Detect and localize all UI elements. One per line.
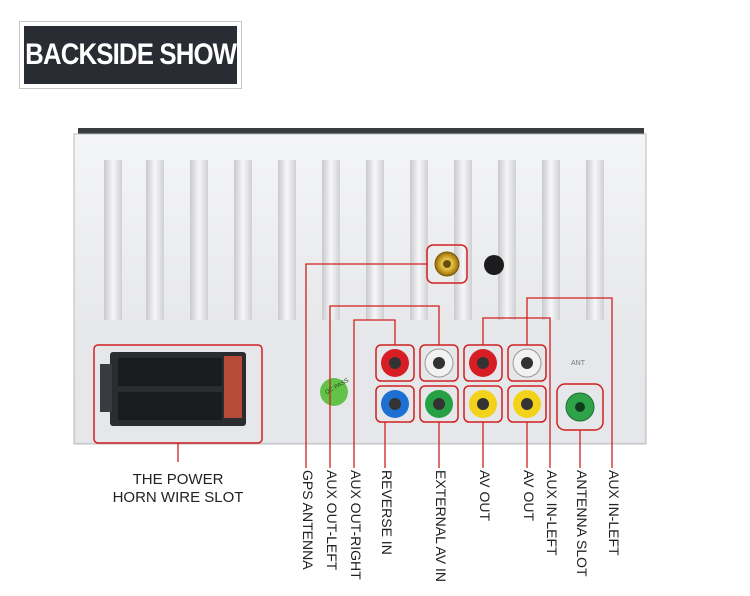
rca-bottom-row [375,385,547,423]
ant-label: ANT [571,360,585,367]
power-label-line2: HORN WIRE SLOT [112,489,244,506]
antenna-socket [565,392,595,422]
cooling-ribs [104,160,604,320]
rca-top-row [375,344,547,382]
label-aux-in-left-2: AUX IN-LEFT [606,470,622,556]
label-gps-antenna: GPS ANTENNA [300,470,316,570]
label-reverse-in: REVERSE IN [379,470,395,555]
callout-lines [177,263,613,468]
label-aux-out-right: AUX OUT-RIGHT [348,470,364,580]
title-badge-background: BACKSIDE SHOW [24,26,237,84]
power-label-line1: THE POWER [132,471,224,488]
badge-title: BACKSIDE SHOW [25,38,237,71]
label-av-out-2: AV OUT [521,470,537,522]
label-av-out-1: AV OUT [477,470,493,522]
gps-connector [434,251,460,277]
panel-top-edge [78,128,644,136]
label-antenna-slot: ANTENNA SLOT [574,470,590,577]
label-aux-out-left: AUX OUT-LEFT [324,470,340,571]
label-external-av-in: EXTERNAL AV IN [433,470,449,583]
power-label: THE POWER HORN WIRE SLOT [94,471,262,507]
qc-sticker [320,378,348,406]
label-aux-in-left-1: AUX IN-LEFT [544,470,560,556]
mic-hole [484,255,504,275]
title-badge: BACKSIDE SHOW [19,21,242,89]
power-connector [100,352,246,426]
